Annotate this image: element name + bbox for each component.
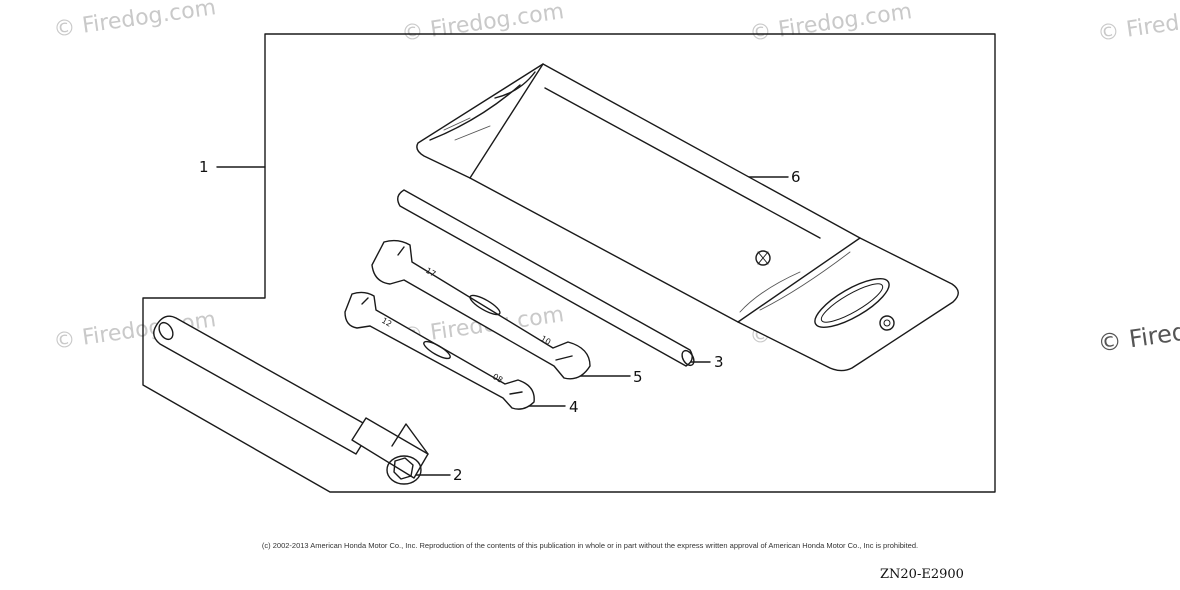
wrench-small (344, 291, 535, 410)
wrench-large (371, 239, 591, 380)
extension-bar (397, 189, 695, 367)
diagram-code: ZN20-E2900 (880, 567, 964, 582)
kit-outline (142, 33, 996, 493)
callout-1: 1 (199, 158, 209, 176)
wrench-large-size-top: 17 (424, 266, 437, 279)
wrench-large-size-bottom: 10 (539, 334, 552, 347)
callout-2: 2 (453, 466, 463, 484)
wrench-small-size-top: 12 (380, 316, 393, 329)
plug-wrench (153, 315, 429, 485)
tool-pouch (416, 63, 959, 372)
callout-3: 3 (714, 353, 724, 371)
callout-4: 4 (569, 398, 579, 416)
callout-5: 5 (633, 368, 643, 386)
callout-6: 6 (791, 168, 801, 186)
wrench-small-size-bottom: 08 (491, 372, 504, 385)
copyright-notice: (c) 2002-2013 American Honda Motor Co., … (261, 541, 919, 550)
